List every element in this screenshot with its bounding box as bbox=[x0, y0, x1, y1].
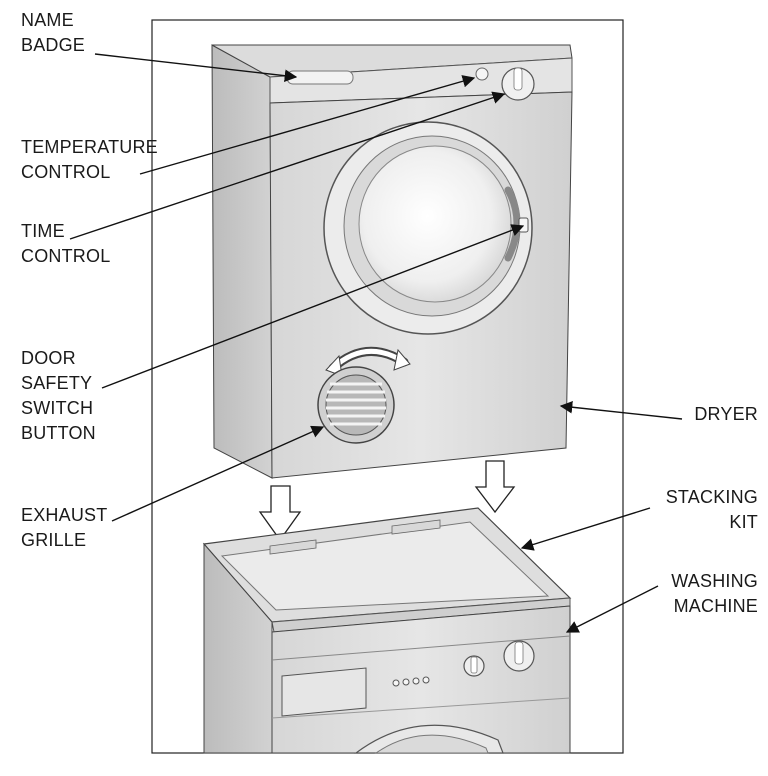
leader-name-badge bbox=[94, 53, 298, 82]
detergent-drawer bbox=[281, 667, 367, 717]
label-door-safety-switch-line1: DOOR bbox=[21, 348, 76, 368]
label-time-control: TIME CONTROL bbox=[21, 219, 110, 269]
label-washing-machine-line1: WASHING bbox=[671, 571, 758, 591]
label-stacking-kit-line1: STACKING bbox=[665, 487, 758, 507]
label-temperature-control-line1: TEMPERATURE bbox=[21, 137, 158, 157]
label-name-badge-line1: NAME bbox=[21, 10, 74, 30]
name-badge-plate bbox=[286, 70, 354, 85]
label-washing-machine: WASHING MACHINE bbox=[671, 569, 758, 619]
leader-dryer bbox=[559, 400, 683, 420]
label-stacking-kit-line2: KIT bbox=[729, 512, 758, 532]
label-dryer: DRYER bbox=[694, 402, 758, 427]
temperature-control-button bbox=[475, 67, 489, 81]
washing-machine bbox=[202, 507, 572, 754]
label-temperature-control: TEMPERATURE CONTROL bbox=[21, 135, 158, 185]
label-exhaust-grille-line2: GRILLE bbox=[21, 530, 87, 550]
label-temperature-control-line2: CONTROL bbox=[21, 162, 111, 182]
label-door-safety-switch-line3: SWITCH bbox=[21, 398, 94, 418]
dryer-door-glass bbox=[358, 145, 512, 303]
down-arrow-left bbox=[258, 485, 302, 542]
leader-washing-machine bbox=[565, 585, 659, 633]
leader-temperature-control bbox=[139, 75, 476, 175]
leader-lines bbox=[69, 53, 683, 633]
label-washing-machine-line2: MACHINE bbox=[673, 596, 758, 616]
label-stacking-kit: STACKING KIT bbox=[666, 485, 758, 535]
leader-stacking-kit bbox=[520, 507, 651, 551]
leader-exhaust-grille bbox=[111, 425, 325, 522]
dryer bbox=[211, 44, 573, 479]
label-door-safety-switch-line4: BUTTON bbox=[21, 423, 96, 443]
label-name-badge-line2: BADGE bbox=[21, 35, 86, 55]
label-door-safety-switch: DOOR SAFETY SWITCH BUTTON bbox=[21, 346, 96, 446]
label-dryer-line1: DRYER bbox=[694, 404, 758, 424]
label-exhaust-grille: EXHAUST GRILLE bbox=[21, 503, 107, 553]
leader-time-control bbox=[69, 91, 506, 240]
label-time-control-line2: CONTROL bbox=[21, 246, 111, 266]
label-door-safety-switch-line2: SAFETY bbox=[21, 373, 93, 393]
down-arrow-right bbox=[474, 460, 516, 514]
leader-door-safety-switch bbox=[101, 224, 525, 389]
door-safety-switch bbox=[504, 186, 521, 262]
label-exhaust-grille-line1: EXHAUST bbox=[21, 505, 108, 525]
label-name-badge: NAME BADGE bbox=[21, 8, 85, 58]
label-time-control-line1: TIME bbox=[21, 221, 65, 241]
